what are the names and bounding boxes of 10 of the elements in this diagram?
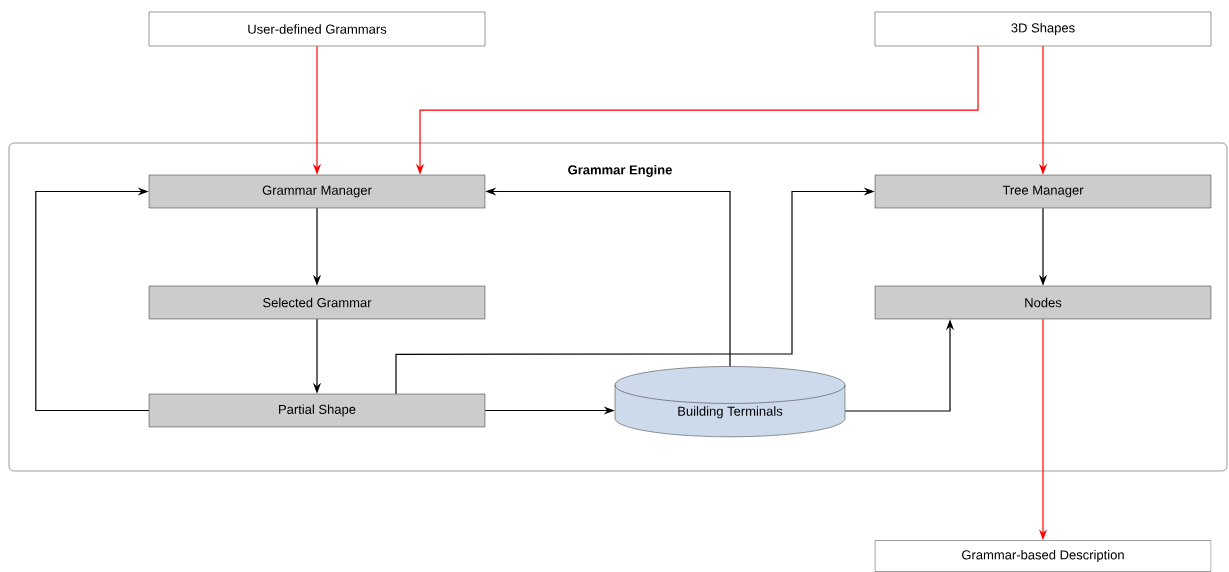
input-box: Grammar-based Description [874, 540, 1212, 572]
process-box: Nodes [874, 285, 1212, 320]
process-box: Partial Shape [148, 393, 486, 428]
process-box: Tree Manager [874, 174, 1212, 209]
arrow [35, 187, 150, 412]
process-box: Selected Grammar [148, 285, 486, 320]
input-box: User-defined Grammars [148, 11, 486, 47]
database-cylinder: Building Terminals [614, 366, 846, 437]
input-box: 3D Shapes [874, 11, 1212, 47]
process-box: Grammar Manager [148, 174, 486, 209]
